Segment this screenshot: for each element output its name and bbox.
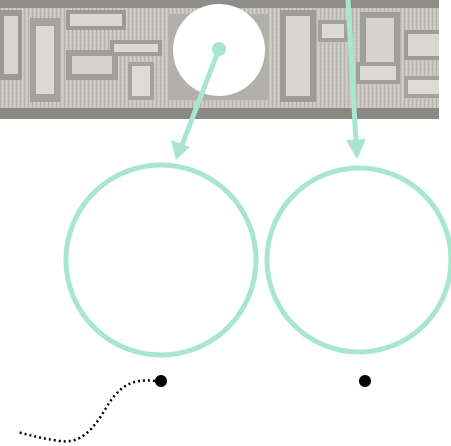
left-circle [66,165,256,355]
left-dot [155,375,167,387]
stone-bottom-band [0,108,439,119]
arrowhead-right [346,139,366,159]
right-circle [267,168,451,352]
right-dot [359,375,371,387]
dotted-path [18,380,155,441]
